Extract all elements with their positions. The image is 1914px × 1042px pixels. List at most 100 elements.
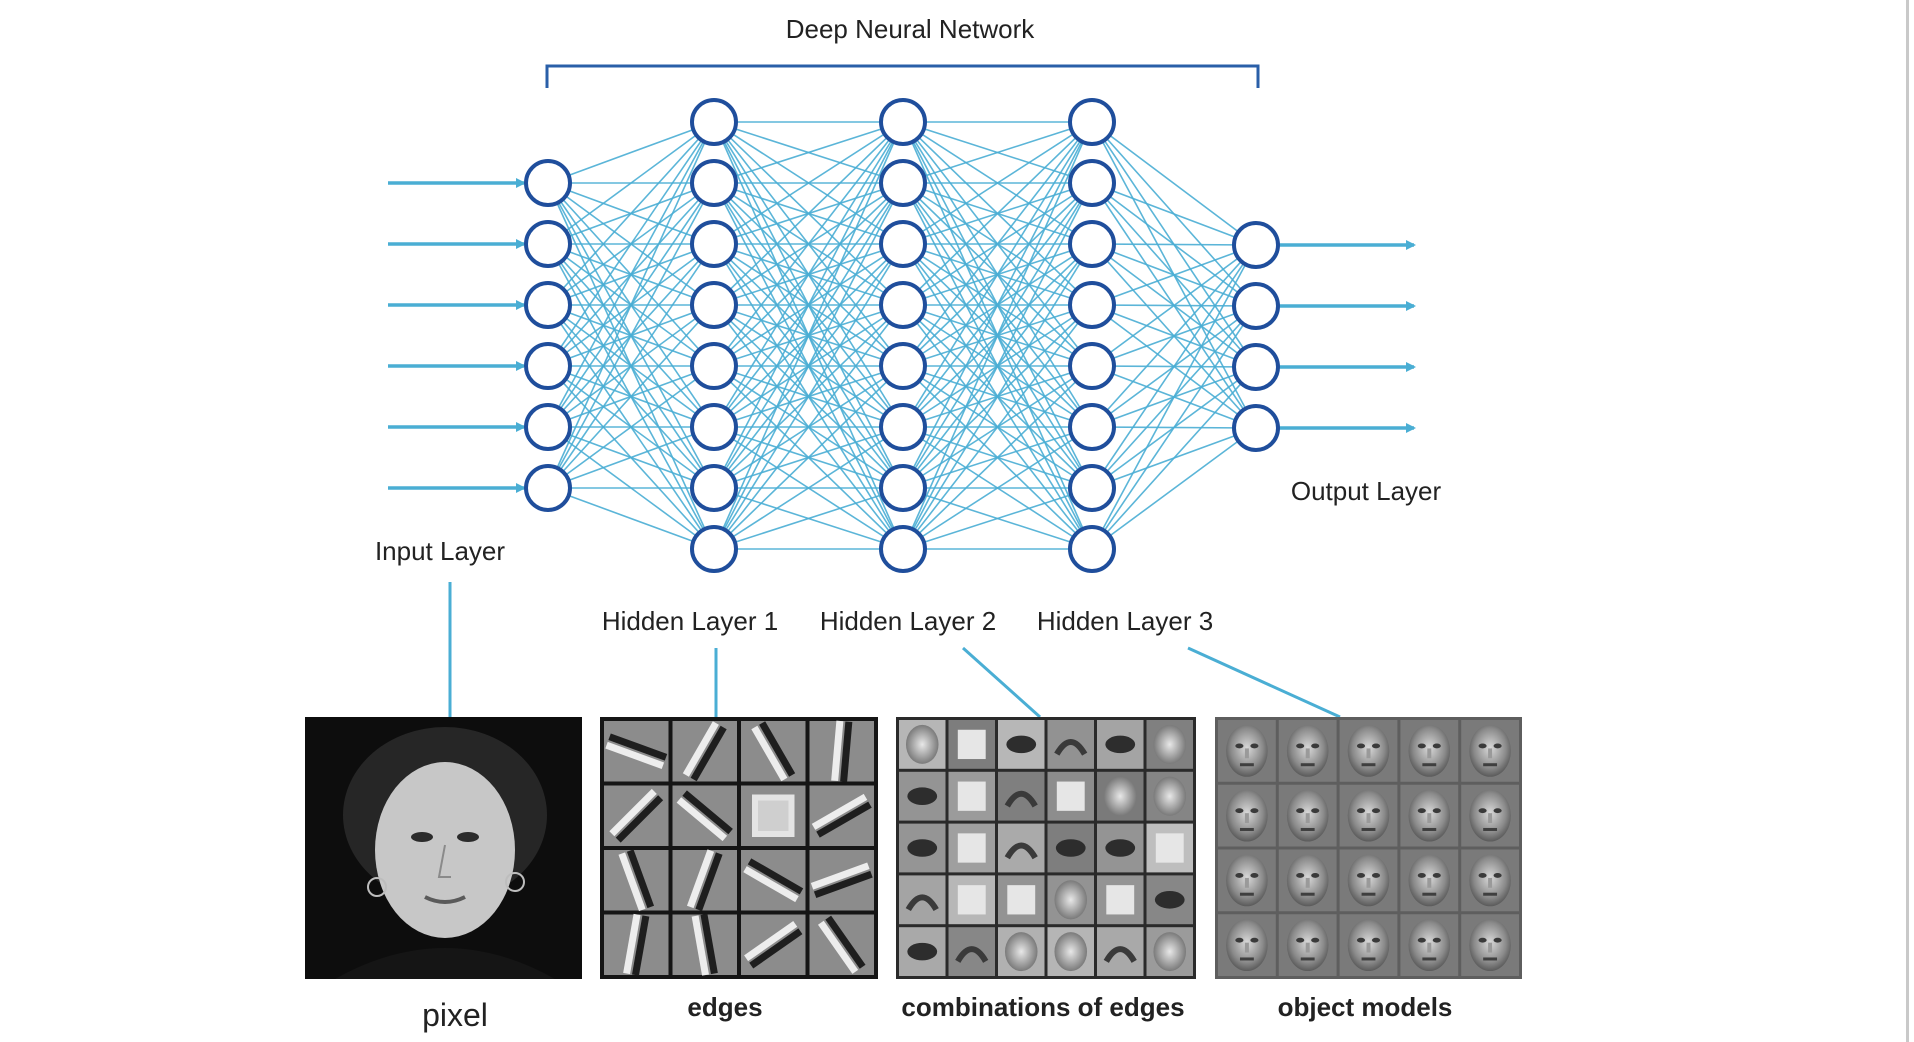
- combo-blob-shape-27: [1054, 932, 1088, 972]
- face-eye-left-19: [1478, 937, 1487, 943]
- combo-blob-shape-26: [1004, 932, 1038, 972]
- hidden3-node-2: [1068, 220, 1116, 268]
- edge-dark-stroke-8: [626, 849, 655, 909]
- combo-bright-shape-13: [957, 833, 986, 863]
- pixel-caption: pixel: [422, 997, 488, 1033]
- combo-eye-shape-2: [1006, 735, 1037, 754]
- face-eye-left-14: [1478, 872, 1487, 878]
- output-node-3: [1232, 404, 1280, 452]
- face-eye-right-16: [1311, 937, 1320, 943]
- edge-light-stroke-15: [817, 920, 859, 974]
- face-nose-2: [1366, 748, 1371, 759]
- face-eye-right-8: [1432, 808, 1441, 814]
- combo-blob-shape-21: [1054, 880, 1088, 920]
- connection-1-7-3: [713, 304, 904, 550]
- face-eye-right-6: [1311, 808, 1320, 814]
- leader-lines: [448, 582, 1341, 719]
- face-nose-1: [1305, 748, 1310, 759]
- hidden2-node-4: [879, 342, 927, 390]
- hidden1-node-6: [690, 464, 738, 512]
- hidden1-node-4: [690, 342, 738, 390]
- connection-2-7-5: [902, 426, 1093, 550]
- face-nose-15: [1244, 942, 1249, 953]
- connection-2-7-6: [902, 487, 1093, 550]
- network-bracket: [545, 64, 1260, 88]
- combo-blob-shape-29: [1153, 932, 1187, 972]
- edge-filter-5: [672, 785, 737, 846]
- face-eye-left-10: [1235, 872, 1244, 878]
- input-node-1: [524, 220, 572, 268]
- edge-dark-stroke-14: [749, 928, 803, 969]
- edge-dark-stroke-10: [747, 858, 804, 895]
- face-nose-18: [1427, 942, 1432, 953]
- hidden1-node-5: [690, 403, 738, 451]
- edge-light-stroke-9: [686, 849, 715, 909]
- combinations-caption: combinations of edges: [901, 992, 1184, 1022]
- edge-light-stroke-13: [691, 915, 709, 976]
- connection-2-2-0: [902, 121, 1093, 245]
- hidden-layer-1-label: Hidden Layer 1: [602, 606, 778, 636]
- face-eye-left-12: [1356, 872, 1366, 878]
- face-mouth-15: [1239, 957, 1254, 961]
- face-mouth-9: [1483, 827, 1498, 831]
- connections: [547, 121, 1257, 550]
- hidden3-node-4: [1068, 342, 1116, 390]
- edge-filter-4: [604, 785, 669, 846]
- connection-0-5-3: [547, 304, 715, 489]
- connection-2-7-0: [902, 121, 1093, 550]
- face-eye-left-16: [1296, 937, 1305, 943]
- face-nose-13: [1427, 877, 1432, 888]
- connection-1-4-0: [713, 121, 904, 367]
- face-eye-left-15: [1235, 937, 1244, 943]
- hidden-layer-3-label: Hidden Layer 3: [1037, 606, 1213, 636]
- edge-dark-stroke-3: [840, 721, 853, 782]
- edge-dark-stroke-5: [682, 790, 733, 835]
- hidden-layer-2-label: Hidden Layer 2: [820, 606, 996, 636]
- pixel-eye-right: [457, 832, 479, 842]
- connection-3-6-0: [1091, 244, 1257, 489]
- face-eye-left-2: [1356, 743, 1366, 749]
- face-eye-right-0: [1250, 743, 1259, 749]
- nodes: [524, 98, 1280, 573]
- connection-0-2-0: [547, 121, 715, 306]
- face-mouth-17: [1361, 957, 1376, 961]
- face-eye-right-14: [1493, 872, 1502, 878]
- connection-2-1-0: [902, 121, 1093, 184]
- combo-arc-shape-28: [1103, 946, 1137, 963]
- connection-2-4-0: [902, 121, 1093, 367]
- face-eye-left-6: [1296, 808, 1305, 814]
- connection-3-4-0: [1091, 244, 1257, 367]
- combo-eye-shape-23: [1154, 891, 1185, 909]
- connection-0-5-7: [547, 487, 715, 550]
- face-mouth-11: [1300, 892, 1315, 896]
- connection-2-7-2: [902, 243, 1093, 550]
- combo-blob-shape-10: [1103, 776, 1137, 816]
- connection-3-5-0: [1091, 244, 1257, 428]
- connection-1-2-0: [713, 121, 904, 245]
- face-nose-5: [1244, 813, 1249, 824]
- edge-light-stroke-4: [609, 788, 657, 837]
- io-arrows: [388, 178, 1416, 493]
- edge-dark-stroke-2: [759, 721, 796, 777]
- face-nose-9: [1488, 813, 1493, 824]
- connection-3-7-2: [1091, 366, 1257, 550]
- connection-3-0-0: [1091, 121, 1257, 246]
- face-mouth-4: [1483, 763, 1498, 767]
- hidden3-node-7: [1068, 525, 1116, 573]
- hidden1-node-0: [690, 98, 738, 146]
- face-eye-right-19: [1493, 937, 1502, 943]
- pixel-earring-left: [367, 877, 387, 897]
- hidden2-node-1: [879, 159, 927, 207]
- hidden2-node-0: [879, 98, 927, 146]
- edge-light-stroke-14: [744, 920, 798, 962]
- face-mouth-13: [1422, 892, 1437, 896]
- combo-eye-shape-15: [1055, 839, 1086, 857]
- combo-blob-shape-0: [905, 724, 939, 764]
- combo-arc-shape-25: [955, 946, 989, 963]
- connection-2-7-3: [902, 304, 1093, 550]
- face-nose-14: [1488, 877, 1493, 888]
- edge-light-stroke-2: [751, 725, 788, 782]
- face-eye-right-2: [1371, 743, 1381, 749]
- connection-1-7-0: [713, 121, 904, 550]
- edge-dark-stroke-1: [690, 725, 727, 782]
